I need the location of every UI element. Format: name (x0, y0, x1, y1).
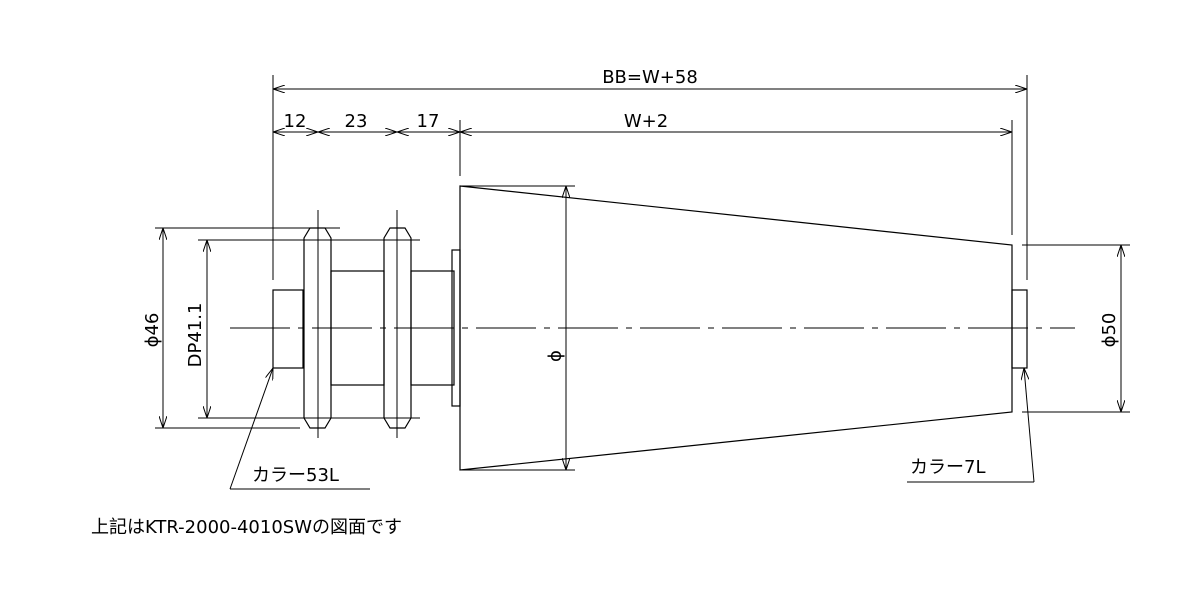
dim-23: 23 (345, 111, 368, 132)
dim-overall: BB=W+58 (602, 67, 698, 88)
note-collar-left: カラー53L (252, 465, 339, 486)
tapered-drum (459, 185, 1013, 471)
shaft-neck (410, 270, 455, 386)
dim-dp: DP41.1 (185, 303, 206, 368)
dim-17: 17 (417, 111, 440, 132)
dim-phi: ϕ (545, 350, 566, 362)
dim-w2: W+2 (624, 111, 668, 132)
leader-collar-left (229, 368, 273, 490)
right-collar (1011, 289, 1028, 369)
sprocket-left (303, 227, 332, 429)
dim-12: 12 (284, 111, 307, 132)
leader-collar-right (1024, 368, 1035, 483)
left-collar (272, 289, 304, 369)
note-collar-right: カラー7L (910, 457, 985, 478)
caption: 上記はKTR-2000-4010SWの図面です (91, 517, 402, 538)
dim-phi50: ϕ50 (1099, 313, 1120, 348)
dim-phi46: ϕ46 (142, 313, 163, 348)
sprocket-right (383, 227, 412, 429)
